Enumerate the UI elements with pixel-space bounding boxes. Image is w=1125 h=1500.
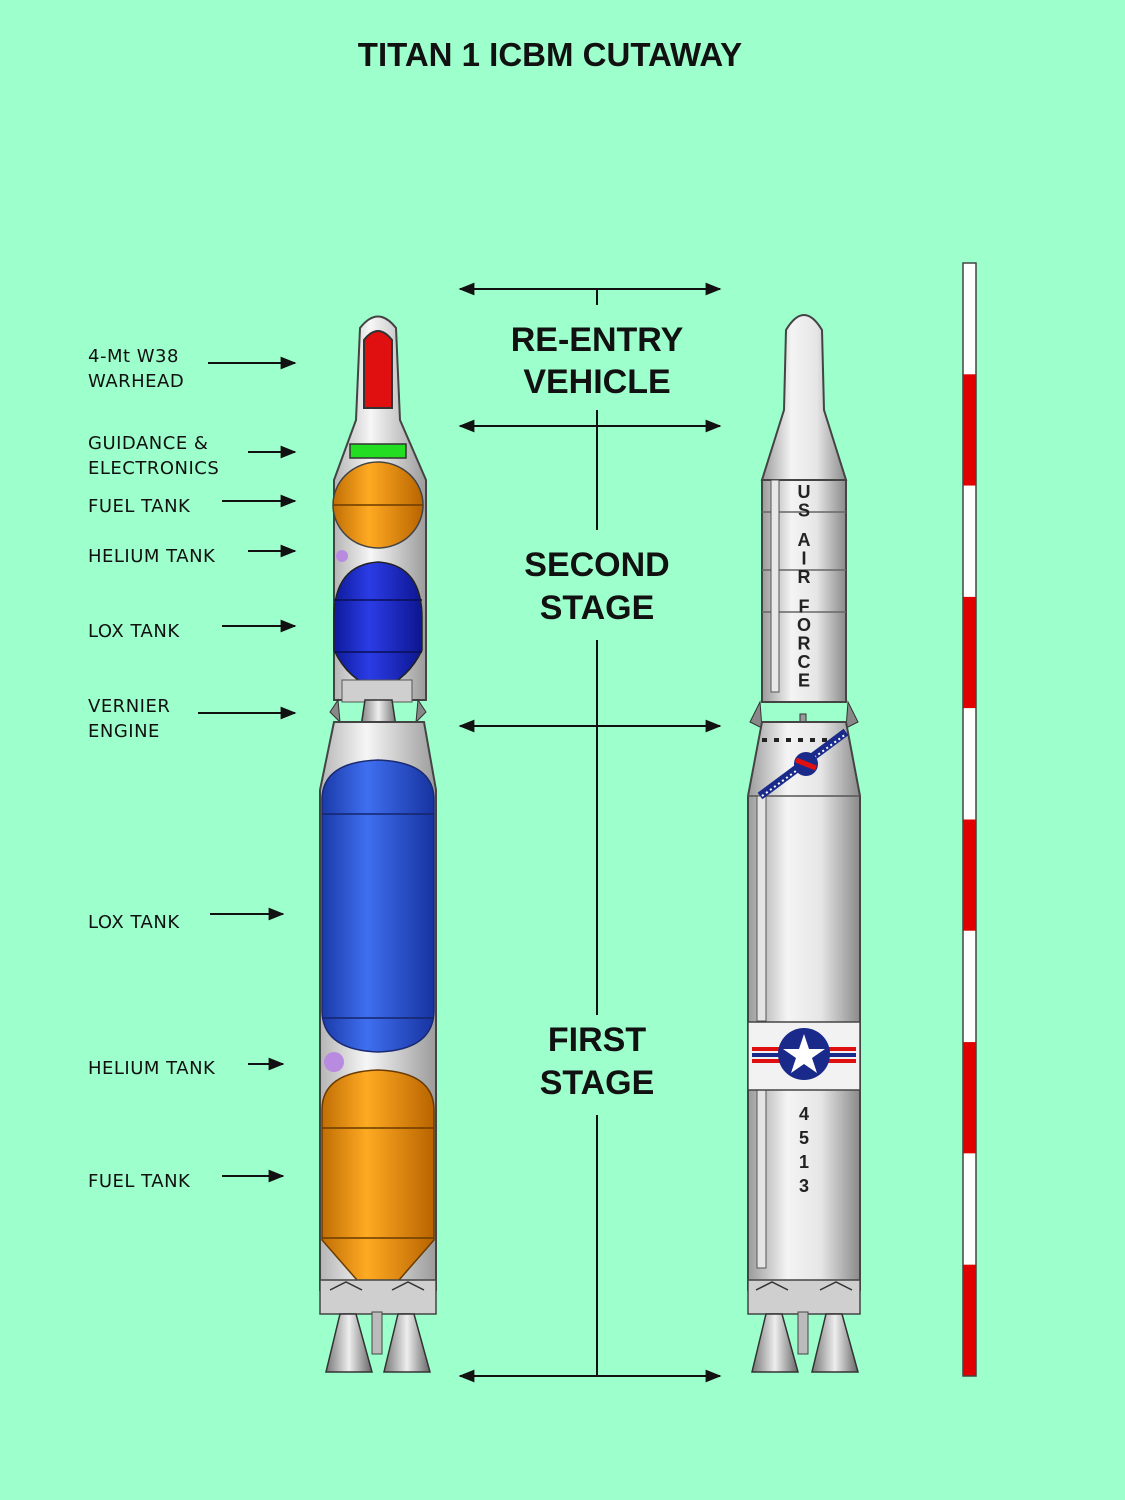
guidance-box xyxy=(349,443,407,459)
serial-number-marking: 4 5 1 3 xyxy=(799,1104,809,1196)
stage-second-1: SECOND xyxy=(524,546,669,584)
scale-segment xyxy=(963,263,976,375)
serial-digit: 5 xyxy=(799,1128,809,1148)
scale-segment xyxy=(963,1264,976,1376)
stage-reentry-1: RE-ENTRY xyxy=(511,321,684,359)
stage-second-2: STAGE xyxy=(540,589,655,627)
stage-dimension-lines xyxy=(458,282,722,1383)
serial-digit: 1 xyxy=(799,1152,809,1172)
air-force-letter: F xyxy=(799,597,810,617)
air-force-letter: R xyxy=(798,634,811,654)
diagram-title: TITAN 1 ICBM CUTAWAY xyxy=(358,36,742,73)
label-lox-tank-second: LOX TANK xyxy=(88,621,180,642)
scale-segment xyxy=(963,819,976,931)
label-fuel-tank-second: FUEL TANK xyxy=(88,496,191,517)
helium-tank-second xyxy=(336,550,348,562)
serial-digit: 4 xyxy=(799,1104,809,1124)
label-guidance-2: ELECTRONICS xyxy=(88,458,219,479)
cutaway-rocket xyxy=(319,315,437,1373)
lox-tank-first xyxy=(321,759,435,1053)
air-force-letter: C xyxy=(798,652,811,672)
scale-bar xyxy=(962,262,977,1377)
warhead-shape xyxy=(363,330,393,409)
label-fuel-tank-first: FUEL TANK xyxy=(88,1171,191,1192)
engine-nozzle-right xyxy=(383,1313,431,1373)
air-force-letter: R xyxy=(798,567,811,587)
scale-segment xyxy=(963,596,976,709)
air-force-letter: O xyxy=(797,615,811,635)
scale-segment xyxy=(963,930,976,1043)
scale-segment xyxy=(963,485,976,597)
label-helium-tank-second: HELIUM TANK xyxy=(88,546,216,567)
stage-first-2: STAGE xyxy=(540,1064,655,1102)
component-labels: 4-Mt W38 WARHEAD GUIDANCE & ELECTRONICS … xyxy=(88,346,219,1192)
stage-reentry-2: VEHICLE xyxy=(523,363,670,401)
scale-segment xyxy=(963,374,976,486)
exterior-nose xyxy=(760,314,848,481)
label-vernier-1: VERNIER xyxy=(88,696,170,717)
scale-segment xyxy=(963,708,976,820)
air-force-letter: E xyxy=(798,671,810,691)
air-force-letter: A xyxy=(798,530,811,550)
label-helium-tank-first: HELIUM TANK xyxy=(88,1058,216,1079)
scale-outline xyxy=(962,262,977,1377)
label-warhead-1: 4-Mt W38 xyxy=(88,346,179,367)
air-force-letter: S xyxy=(798,501,810,521)
label-warhead-2: WARHEAD xyxy=(88,371,184,392)
label-vernier-2: ENGINE xyxy=(88,721,160,742)
scale-segment xyxy=(963,1153,976,1265)
air-force-letter: I xyxy=(801,549,806,569)
engine-nozzle-left xyxy=(325,1313,373,1373)
star-icon xyxy=(783,1034,825,1073)
label-guidance-1: GUIDANCE & xyxy=(88,433,208,454)
label-arrows xyxy=(198,356,297,1183)
stage-first-1: FIRST xyxy=(548,1021,646,1059)
air-force-letter: U xyxy=(798,482,811,502)
label-lox-tank-first: LOX TANK xyxy=(88,912,180,933)
scale-segment xyxy=(963,1042,976,1154)
serial-digit: 3 xyxy=(799,1176,809,1196)
stage-labels: RE-ENTRY VEHICLE SECOND STAGE FIRST STAG… xyxy=(511,321,684,1102)
helium-tank-first xyxy=(324,1052,344,1072)
lox-tank-second xyxy=(333,561,423,691)
